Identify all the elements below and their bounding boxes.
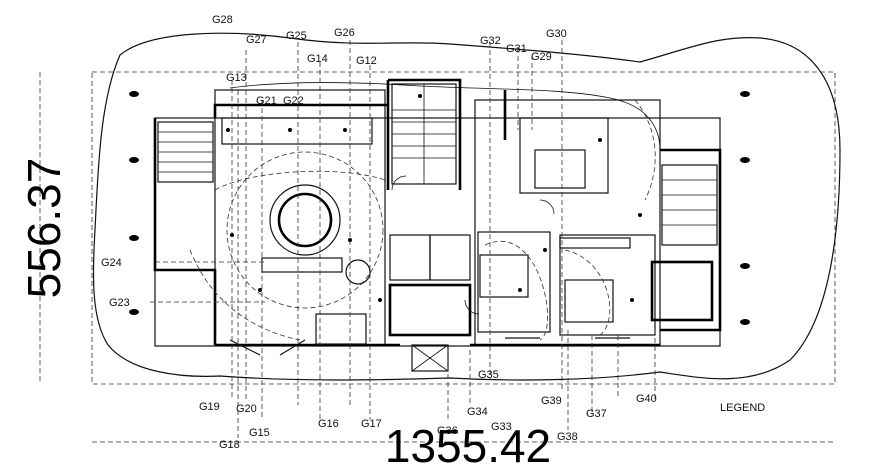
outer-contour bbox=[92, 32, 841, 381]
bedroom-2 bbox=[559, 234, 656, 336]
grid-label-g26: G26 bbox=[334, 27, 355, 39]
building-body bbox=[154, 117, 721, 347]
grid-label-g30: G30 bbox=[546, 28, 567, 40]
site-boundary bbox=[91, 71, 836, 385]
utility-room bbox=[388, 283, 472, 337]
bath-east bbox=[650, 260, 714, 322]
stair-center bbox=[391, 83, 457, 185]
wall-east bbox=[660, 148, 722, 332]
wall-core bbox=[386, 78, 507, 190]
counter bbox=[261, 257, 343, 273]
bath-room-a bbox=[389, 234, 431, 281]
bed-1 bbox=[479, 254, 529, 298]
bath-room-b bbox=[429, 234, 471, 281]
stair-left bbox=[157, 121, 214, 183]
grid-label-g24: G24 bbox=[101, 257, 122, 269]
grid-label-g36: G36 bbox=[437, 425, 458, 437]
grid-label-g25: G25 bbox=[286, 30, 307, 42]
grid-label-g19: G19 bbox=[199, 401, 220, 413]
grid-label-g17: G17 bbox=[361, 418, 382, 430]
grid-label-g40: G40 bbox=[636, 393, 657, 405]
east-block bbox=[474, 99, 661, 346]
rotunda-outer bbox=[269, 184, 341, 256]
grid-label-g22: G22 bbox=[283, 95, 304, 107]
grid-label-g33: G33 bbox=[491, 421, 512, 433]
wall-west bbox=[153, 118, 217, 345]
bed-master bbox=[534, 149, 586, 189]
grid-label-g39: G39 bbox=[541, 395, 562, 407]
closet bbox=[559, 237, 631, 249]
grid-label-g27: G27 bbox=[246, 34, 267, 46]
round-table bbox=[345, 259, 371, 285]
grid-label-g31: G31 bbox=[506, 43, 527, 55]
bed-2 bbox=[564, 279, 614, 323]
grid-label-g32: G32 bbox=[480, 35, 501, 47]
grid-label-g29: G29 bbox=[531, 51, 552, 63]
grid-label-g15: G15 bbox=[249, 427, 270, 439]
grid-label-g14: G14 bbox=[307, 53, 328, 65]
grid-label-g18: G18 bbox=[219, 439, 240, 451]
master-bedroom bbox=[519, 117, 609, 194]
stair-right bbox=[661, 164, 718, 246]
grid-label-g13: G13 bbox=[226, 72, 247, 84]
rotunda-inner bbox=[277, 192, 333, 248]
grid-label-g23: G23 bbox=[109, 297, 130, 309]
rotunda-ring bbox=[226, 151, 384, 309]
grid-label-g16: G16 bbox=[318, 418, 339, 430]
grid-label-g38: G38 bbox=[557, 431, 578, 443]
grid-label-g34: G34 bbox=[467, 406, 488, 418]
column-markers bbox=[129, 91, 750, 325]
central-block bbox=[214, 89, 386, 346]
height-dimension: 556.37 bbox=[18, 158, 70, 299]
grid-label-g35: G35 bbox=[478, 369, 499, 381]
legend-label: LEGEND bbox=[720, 402, 765, 414]
wall-north bbox=[213, 103, 388, 118]
width-dimension: 1355.42 bbox=[385, 420, 551, 472]
grid-label-g28: G28 bbox=[212, 14, 233, 26]
grid-label-g37: G37 bbox=[586, 408, 607, 420]
bedroom-1 bbox=[477, 231, 551, 333]
wardrobe-north bbox=[221, 117, 373, 145]
table bbox=[315, 313, 367, 345]
grid-label-g12: G12 bbox=[356, 55, 377, 67]
grid-lines bbox=[150, 40, 656, 438]
grid-label-g21: G21 bbox=[256, 95, 277, 107]
inner-contour bbox=[229, 82, 661, 160]
grid-label-g20: G20 bbox=[236, 403, 257, 415]
